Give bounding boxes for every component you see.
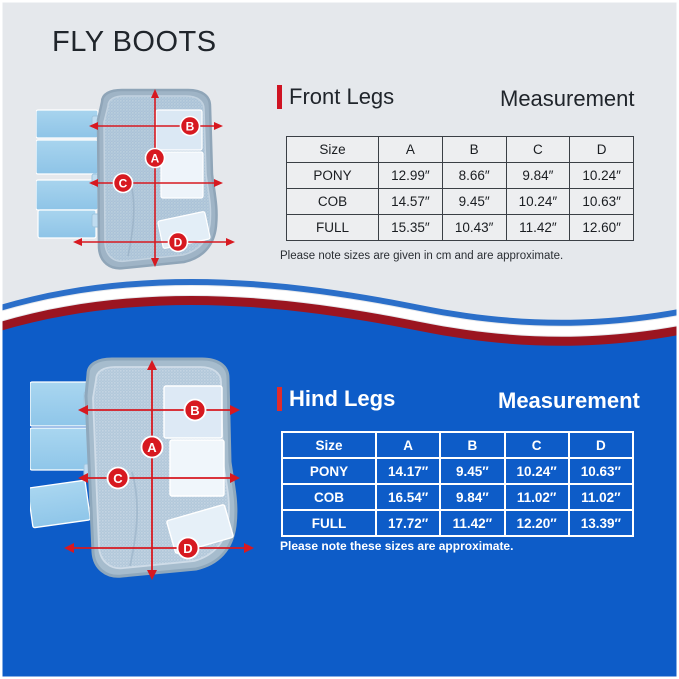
front-legs-note: Please note sizes are given in cm and ar… bbox=[280, 250, 564, 262]
value-cell: 14.17″ bbox=[374, 457, 442, 485]
value-cell: 10.24″ bbox=[569, 162, 634, 189]
value-cell: 12.99″ bbox=[378, 162, 443, 189]
size-cell: COB bbox=[286, 188, 379, 215]
hind-legs-heading: Hind Legs bbox=[277, 387, 395, 411]
size-cell: FULL bbox=[286, 214, 379, 241]
value-cell: 10.43″ bbox=[441, 214, 507, 241]
value-cell: 17.72″ bbox=[374, 509, 442, 537]
value-cell: 9.84″ bbox=[439, 483, 506, 511]
table-row: PONY 12.99″ 8.66″ 9.84″ 10.24″ bbox=[286, 162, 634, 189]
svg-text:D: D bbox=[183, 541, 192, 556]
value-cell: 9.45″ bbox=[439, 457, 506, 485]
size-cell: COB bbox=[281, 483, 377, 511]
front-legs-heading: Front Legs bbox=[277, 85, 394, 109]
value-cell: 14.57″ bbox=[378, 188, 443, 215]
col-header: D bbox=[567, 431, 635, 459]
value-cell: 11.02″ bbox=[567, 483, 635, 511]
svg-text:B: B bbox=[186, 120, 195, 134]
size-cell: PONY bbox=[281, 457, 377, 485]
col-header: C bbox=[503, 431, 570, 459]
value-cell: 16.54″ bbox=[374, 483, 442, 511]
value-cell: 9.84″ bbox=[505, 162, 571, 189]
table-row: PONY 14.17″ 9.45″ 10.24″ 10.63″ bbox=[281, 457, 635, 485]
value-cell: 10.24″ bbox=[505, 188, 571, 215]
value-cell: 10.63″ bbox=[567, 457, 635, 485]
table-row: FULL 15.35″ 10.43″ 11.42″ 12.60″ bbox=[286, 214, 634, 241]
page-title: FLY BOOTS bbox=[52, 26, 217, 58]
table-row: COB 14.57″ 9.45″ 10.24″ 10.63″ bbox=[286, 188, 634, 215]
col-header: B bbox=[441, 136, 507, 163]
svg-text:C: C bbox=[113, 471, 123, 486]
col-header: Size bbox=[281, 431, 377, 459]
col-header: C bbox=[505, 136, 571, 163]
front-legs-label: Front Legs bbox=[289, 84, 395, 109]
front-leg-boot-diagram: A B C D bbox=[36, 88, 235, 270]
boot-straps bbox=[36, 109, 103, 239]
hind-legs-note: Please note these sizes are approximate. bbox=[280, 539, 514, 553]
value-cell: 13.39″ bbox=[567, 509, 635, 537]
front-measurement-label: Measurement bbox=[500, 86, 635, 111]
table-row: COB 16.54″ 9.84″ 11.02″ 11.02″ bbox=[281, 483, 635, 511]
value-cell: 8.66″ bbox=[441, 162, 507, 189]
col-header: B bbox=[439, 431, 506, 459]
table-row: FULL 17.72″ 11.42″ 12.20″ 13.39″ bbox=[281, 509, 635, 537]
dimension-lines bbox=[73, 89, 235, 267]
red-accent-bar bbox=[277, 85, 282, 109]
hind-leg-boot-diagram: A B C D bbox=[30, 357, 254, 580]
svg-text:C: C bbox=[119, 177, 128, 191]
col-header: A bbox=[374, 431, 442, 459]
value-cell: 11.42″ bbox=[505, 214, 571, 241]
dimension-markers: A B C D bbox=[106, 398, 207, 560]
col-header: A bbox=[378, 136, 443, 163]
svg-text:D: D bbox=[174, 236, 183, 250]
table-header-row: Size A B C D bbox=[281, 431, 635, 459]
dimension-markers: A B C D bbox=[112, 115, 201, 253]
col-header: Size bbox=[286, 136, 379, 163]
value-cell: 11.42″ bbox=[439, 509, 506, 537]
red-accent-bar bbox=[277, 387, 282, 411]
size-cell: FULL bbox=[281, 509, 377, 537]
value-cell: 10.24″ bbox=[503, 457, 570, 485]
svg-text:A: A bbox=[151, 152, 160, 166]
svg-text:B: B bbox=[190, 403, 199, 418]
value-cell: 12.60″ bbox=[569, 214, 634, 241]
hind-legs-table: Size A B C D PONY 14.17″ 9.45″ 10.24″ 10… bbox=[281, 431, 635, 537]
size-cell: PONY bbox=[286, 162, 379, 189]
table-header-row: Size A B C D bbox=[286, 136, 634, 163]
hind-legs-label: Hind Legs bbox=[289, 386, 396, 411]
boot-straps bbox=[30, 381, 95, 529]
value-cell: 15.35″ bbox=[378, 214, 443, 241]
col-header: D bbox=[569, 136, 634, 163]
value-cell: 9.45″ bbox=[441, 188, 507, 215]
value-cell: 12.20″ bbox=[503, 509, 570, 537]
front-legs-table: Size A B C D PONY 12.99″ 8.66″ 9.84″ 10.… bbox=[286, 136, 634, 241]
value-cell: 10.63″ bbox=[569, 188, 634, 215]
hind-measurement-label: Measurement bbox=[498, 388, 640, 413]
svg-text:A: A bbox=[147, 440, 157, 455]
value-cell: 11.02″ bbox=[503, 483, 570, 511]
